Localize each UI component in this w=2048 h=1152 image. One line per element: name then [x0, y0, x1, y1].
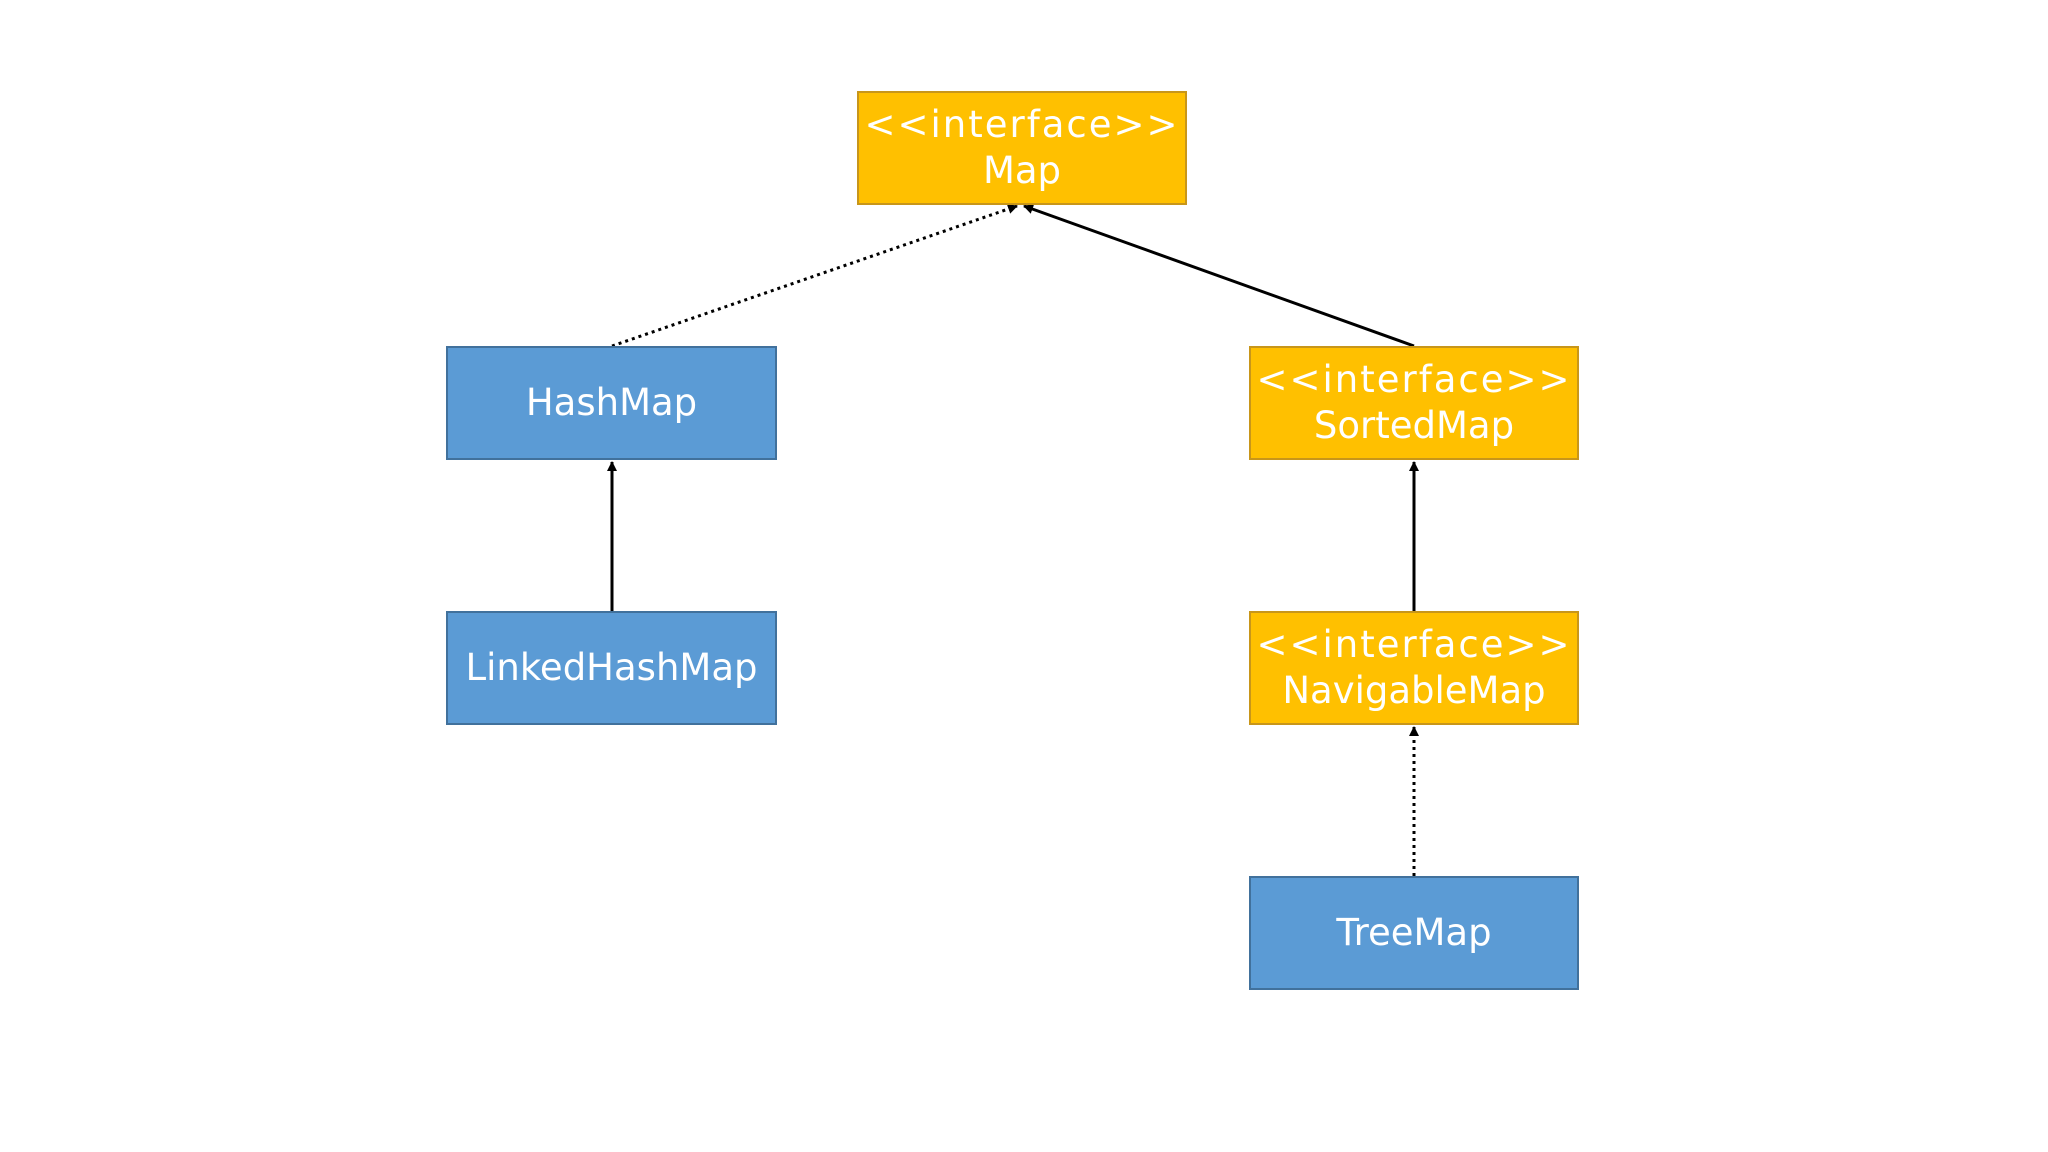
- sortedmap-name: SortedMap: [1313, 404, 1515, 447]
- edge-sortedmap-to-map: [1023, 204, 1415, 348]
- edge-hashmap-to-map: [611, 204, 1018, 348]
- node-sortedmap-interface: <<interface>> SortedMap: [1249, 346, 1579, 460]
- node-linkedhashmap-class: LinkedHashMap: [446, 611, 777, 725]
- navigablemap-stereotype: <<interface>>: [1256, 623, 1572, 666]
- navigablemap-name: NavigableMap: [1282, 669, 1546, 712]
- linkedhashmap-name: LinkedHashMap: [465, 646, 758, 689]
- node-navigablemap-interface: <<interface>> NavigableMap: [1249, 611, 1579, 725]
- node-hashmap-class: HashMap: [446, 346, 777, 460]
- node-map-interface: <<interface>> Map: [857, 91, 1187, 205]
- node-treemap-class: TreeMap: [1249, 876, 1579, 990]
- treemap-name: TreeMap: [1336, 911, 1492, 954]
- map-name: Map: [982, 149, 1062, 192]
- sortedmap-stereotype: <<interface>>: [1256, 358, 1572, 401]
- hashmap-name: HashMap: [525, 381, 698, 424]
- map-stereotype: <<interface>>: [864, 103, 1180, 146]
